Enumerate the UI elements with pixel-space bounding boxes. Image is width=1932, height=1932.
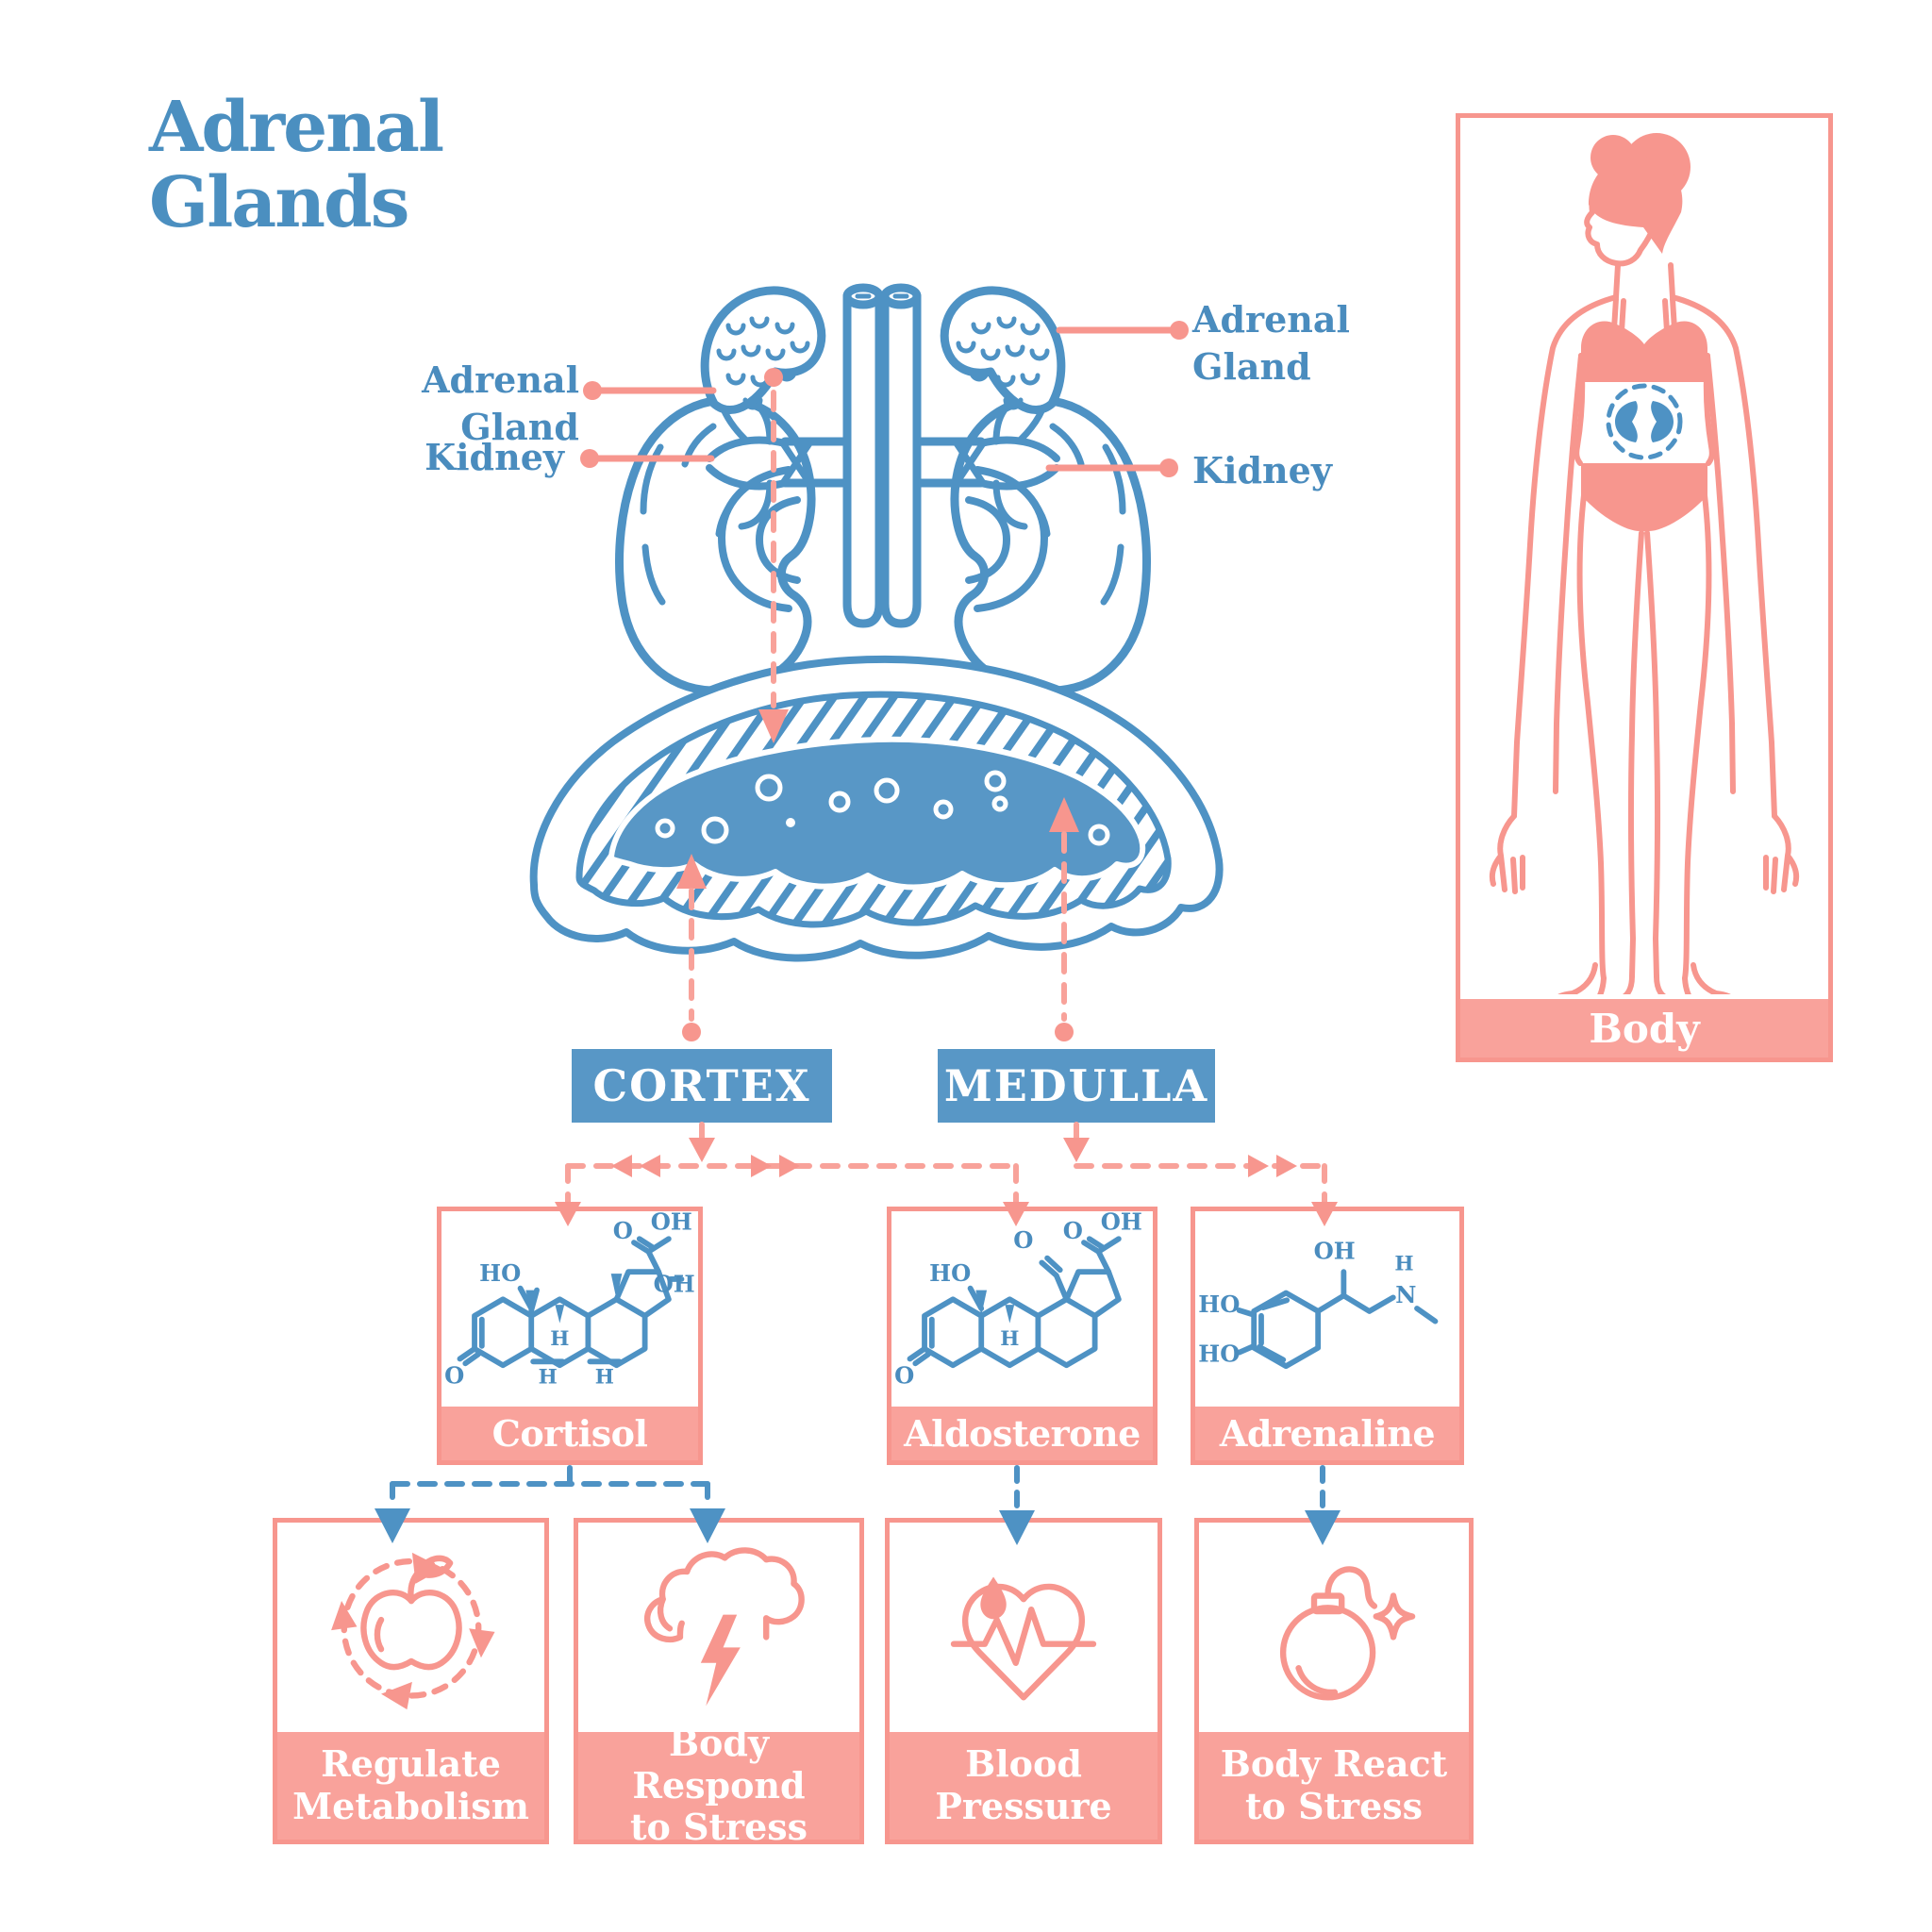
metabolism-cycle-icon xyxy=(330,1552,495,1710)
female-body-illustration xyxy=(1489,133,1819,994)
svg-text:O: O xyxy=(1013,1226,1033,1254)
right-kidney xyxy=(919,291,1146,691)
svg-text:O: O xyxy=(444,1362,464,1390)
card-blood-pressure: Blood Pressure xyxy=(885,1518,1162,1844)
aorta-vena-cava xyxy=(842,283,922,628)
heart-pressure-icon xyxy=(950,1576,1097,1701)
cortex-pointer-arrow xyxy=(676,854,707,1041)
svg-text:HO: HO xyxy=(929,1259,971,1287)
leader-lines xyxy=(580,321,1189,477)
svg-text:HO: HO xyxy=(1198,1340,1240,1367)
effect-blood-pressure-label: Blood Pressure xyxy=(890,1732,1158,1840)
medulla-layer xyxy=(608,736,1146,891)
body-panel: Body xyxy=(1456,113,1833,1062)
card-body-respond-stress: Body Respond to Stress xyxy=(574,1518,864,1848)
kidney-right-leader xyxy=(1045,458,1178,477)
svg-text:OH: OH xyxy=(654,1271,695,1298)
svg-text:H: H xyxy=(1000,1327,1019,1351)
effect-body-respond-stress-label: Body Respond to Stress xyxy=(578,1722,859,1848)
adrenal-left-leader xyxy=(583,381,717,400)
bra xyxy=(1581,321,1707,382)
kidney-location-marker xyxy=(1606,383,1683,460)
adrenal-cross-section xyxy=(529,655,1224,962)
aldosterone-label: Aldosterone xyxy=(891,1407,1153,1460)
cortisol-label: Cortisol xyxy=(441,1407,698,1460)
label-adrenal-gland-right: Adrenal Gland xyxy=(1192,298,1350,389)
adrenaline-structure: HO HO OH HN xyxy=(1198,1238,1439,1370)
cortex-layer xyxy=(575,691,1172,928)
left-kidney xyxy=(615,286,852,695)
adrenal-right-leader xyxy=(1056,321,1189,340)
briefs xyxy=(1581,463,1707,531)
cortex-box: CORTEX xyxy=(572,1049,832,1123)
card-aldosterone: O HO O O OH H Aldosterone xyxy=(887,1207,1158,1465)
kidney-left-leader xyxy=(580,449,715,468)
svg-text:HO: HO xyxy=(479,1259,521,1287)
medulla-bubbles xyxy=(655,770,1110,846)
storm-cloud-icon xyxy=(644,1547,805,1707)
body-panel-label: Body xyxy=(1460,999,1828,1058)
kidney-to-section-arrow xyxy=(758,368,789,743)
svg-text:O: O xyxy=(1063,1217,1083,1244)
effect-regulate-metabolism-label: Regulate Metabolism xyxy=(277,1732,544,1840)
svg-text:OH: OH xyxy=(1314,1238,1356,1265)
kidneys-illustration xyxy=(615,283,1147,695)
body-left-half xyxy=(1489,262,1644,994)
aldosterone-structure: O HO O O OH H xyxy=(894,1208,1142,1390)
effect-body-react-stress-label: Body React to Stress xyxy=(1199,1732,1469,1840)
svg-text:H: H xyxy=(539,1366,558,1390)
label-kidney-right: Kidney xyxy=(1192,449,1332,491)
bomb-icon xyxy=(1279,1566,1416,1701)
svg-text:OH: OH xyxy=(1101,1208,1142,1236)
svg-text:H: H xyxy=(550,1327,569,1351)
medulla-pointer-arrow xyxy=(1049,797,1079,1041)
face-profile xyxy=(1584,172,1657,267)
left-adrenal-gland xyxy=(700,286,826,414)
svg-text:O: O xyxy=(894,1362,914,1390)
card-regulate-metabolism: Regulate Metabolism xyxy=(273,1518,549,1844)
svg-text:N: N xyxy=(1395,1281,1416,1308)
medulla-box: MEDULLA xyxy=(938,1049,1215,1123)
hair xyxy=(1589,133,1690,254)
card-body-react-stress: Body React to Stress xyxy=(1194,1518,1474,1844)
aldosterone-atom-labels: O HO O O OH H xyxy=(894,1208,1142,1390)
adrenaline-label: Adrenaline xyxy=(1195,1407,1459,1460)
label-adrenal-gland-left: Adrenal Gland xyxy=(422,358,579,449)
svg-text:H: H xyxy=(1394,1252,1413,1275)
svg-text:HO: HO xyxy=(1198,1291,1240,1318)
adrenaline-atom-labels: HO HO OH HN xyxy=(1198,1238,1416,1368)
svg-text:OH: OH xyxy=(651,1208,692,1236)
svg-text:O: O xyxy=(613,1217,633,1244)
capsule-layer xyxy=(529,655,1224,962)
label-kidney-left: Kidney xyxy=(425,436,564,478)
page-title: Adrenal Glands xyxy=(149,87,444,243)
svg-text:H: H xyxy=(595,1366,614,1390)
